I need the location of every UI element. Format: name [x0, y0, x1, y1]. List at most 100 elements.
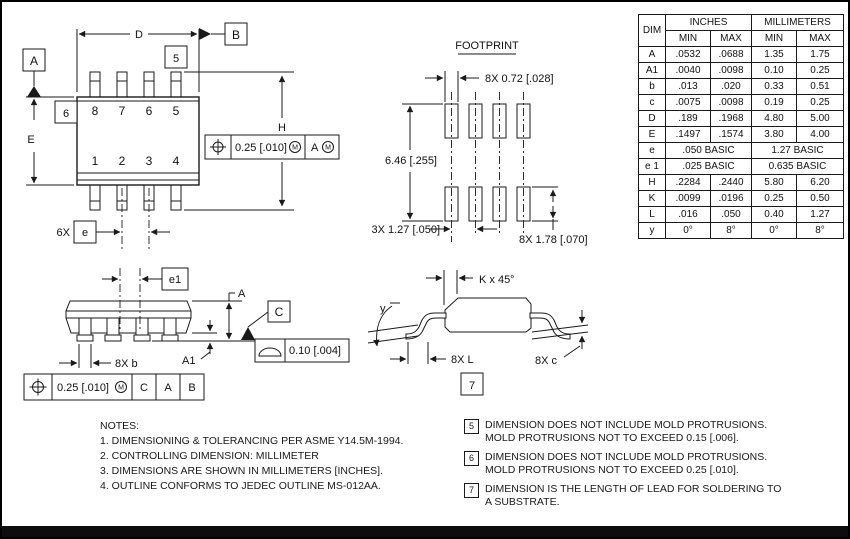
dimension-E: A E: [22, 48, 74, 186]
datum-c-triangle: [241, 327, 255, 340]
fcf-side-view: 0.25 [.010] M C A B: [23, 373, 205, 401]
mmc-modifier-icon: [115, 381, 127, 393]
table-cell: .050 BASIC: [665, 142, 752, 159]
fcf-top-tolerance: 0.25 [.010]: [235, 142, 287, 154]
table-col-in-min: MIN: [665, 30, 711, 47]
pin-number-6: 6: [146, 104, 153, 118]
dimension-k: K x 45°: [426, 270, 515, 305]
dimension-e-pitch: 6X e: [57, 188, 170, 250]
fcf-side-modifier: M: [118, 385, 124, 392]
datum-c-box: [267, 300, 291, 323]
dimension-b: 8X b: [59, 344, 138, 370]
table-cell: 8°: [796, 222, 844, 239]
dimension-e1: e1: [102, 267, 189, 332]
package-body-end-view: [444, 297, 532, 333]
pin-number-3: 3: [146, 154, 153, 168]
note-item: 3. DIMENSIONS ARE SHOWN IN MILLIMETERS […: [100, 465, 383, 477]
flag-5-box: [164, 45, 188, 69]
table-cell: 1.75: [796, 46, 844, 63]
pin-numbers: 8 7 6 5 1 2 3 4: [92, 104, 180, 168]
pitch-prefix: 6X: [57, 227, 71, 239]
table-cell: 0.50: [796, 190, 844, 207]
notes-title: NOTES:: [100, 420, 140, 432]
pitch-label-footprint: 3X 1.27 [.050]: [372, 224, 441, 236]
table-cell: .2440: [710, 174, 752, 191]
fcf-top-view: 0.25 [.010] M A M: [204, 134, 340, 160]
bottom-border-bar: [2, 526, 848, 537]
datum-a-label: A: [30, 54, 38, 68]
table-cell: b: [638, 78, 666, 95]
table-col-in-max: MAX: [710, 30, 752, 47]
flag-note: 7 DIMENSION IS THE LENGTH OF LEAD FOR SO…: [464, 483, 781, 509]
dim-d-label: D: [135, 29, 143, 41]
fcf-top-datum: A: [311, 142, 319, 154]
table-cell: L: [638, 206, 666, 223]
flag-5-label: 5: [173, 53, 179, 65]
end-view: K x 45° y 8X L 8X c: [367, 270, 589, 396]
table-cell: 4.80: [751, 110, 797, 127]
footprint-pads: [444, 103, 531, 222]
dim-l-label: 8X L: [451, 354, 474, 366]
table-cell: c: [638, 94, 666, 111]
seating-plane-symbol-icon: [258, 347, 282, 357]
dimension-D: D B: [76, 22, 248, 92]
lead-left: [405, 312, 447, 340]
chamfer-label: K x 45°: [479, 274, 515, 286]
flatness-callout: 0.10 [.004]: [254, 338, 350, 363]
fcf-top-datum-modifier: M: [325, 145, 331, 152]
pitch-label: e: [82, 227, 88, 239]
flag-note-7-box: 7: [464, 483, 479, 498]
datum-b-box: [224, 22, 248, 46]
flag-note-5-text: DIMENSION DOES NOT INCLUDE MOLD PROTRUSI…: [485, 419, 767, 445]
table-cell: 3.80: [751, 126, 797, 143]
table-cell: 0.635 BASIC: [751, 158, 844, 175]
pin-number-8: 8: [92, 104, 99, 118]
table-cell: 0.25: [796, 62, 844, 79]
pin-number-5: 5: [173, 104, 180, 118]
position-symbol-icon: [210, 139, 226, 155]
table-col-mm-min: MIN: [751, 30, 797, 47]
dimension-table: DIM INCHES MILLIMETERS MIN MAX MIN MAX A…: [638, 14, 844, 239]
table-cell: 0.33: [751, 78, 797, 95]
table-cell: 5.00: [796, 110, 844, 127]
footprint-view: FOOTPRINT 8X 0.72 [.028]: [372, 40, 588, 246]
table-cell: .020: [710, 78, 752, 95]
flag-note-line: DIMENSION DOES NOT INCLUDE MOLD PROTRUSI…: [485, 451, 768, 463]
table-cell: 0°: [665, 222, 711, 239]
pad-width-label: 8X 0.72 [.028]: [485, 73, 554, 85]
table-cell: .1968: [710, 110, 752, 127]
footprint-title: FOOTPRINT: [455, 40, 519, 52]
table-subheader-row: MIN MAX MIN MAX: [639, 30, 844, 47]
table-cell: .1574: [710, 126, 752, 143]
table-cell: e: [638, 142, 666, 159]
table-cell: .0075: [665, 94, 711, 111]
pin-number-7: 7: [119, 104, 126, 118]
pad-length-label: 8X 1.78 [.070]: [519, 234, 588, 246]
note-item: 1. DIMENSIONING & TOLERANCING PER ASME Y…: [100, 435, 404, 447]
table-cell: .050: [710, 206, 752, 223]
table-cell: H: [638, 174, 666, 191]
table-cell: E: [638, 126, 666, 143]
datum-a-triangle: [27, 86, 41, 97]
flag-7-label: 7: [469, 380, 475, 392]
flag-note: 5 DIMENSION DOES NOT INCLUDE MOLD PROTRU…: [464, 419, 781, 445]
note-item: 4. OUTLINE CONFORMS TO JEDEC OUTLINE MS-…: [100, 480, 381, 492]
table-cell: .013: [665, 78, 711, 95]
dim-e-label: E: [27, 134, 34, 146]
flag-note-line: DIMENSION IS THE LENGTH OF LEAD FOR SOLD…: [485, 483, 782, 495]
flag-6-label: 6: [63, 108, 69, 120]
table-cell: .189: [665, 110, 711, 127]
package-body-side-view: [65, 300, 192, 334]
table-header-row: DIM INCHES MILLIMETERS: [638, 14, 844, 47]
table-cell: 8°: [710, 222, 752, 239]
dimension-pad-width: 8X 0.72 [.028]: [425, 71, 554, 102]
fcf-side-tolerance: 0.25 [.010]: [57, 382, 109, 394]
flag-note-line: DIMENSION DOES NOT INCLUDE MOLD PROTRUSI…: [485, 419, 768, 431]
table-cell: 4.00: [796, 126, 844, 143]
flag-notes-block: 5 DIMENSION DOES NOT INCLUDE MOLD PROTRU…: [464, 419, 781, 515]
flag-note: 6 DIMENSION DOES NOT INCLUDE MOLD PROTRU…: [464, 451, 781, 477]
fcf-top-modifier: M: [292, 145, 298, 152]
